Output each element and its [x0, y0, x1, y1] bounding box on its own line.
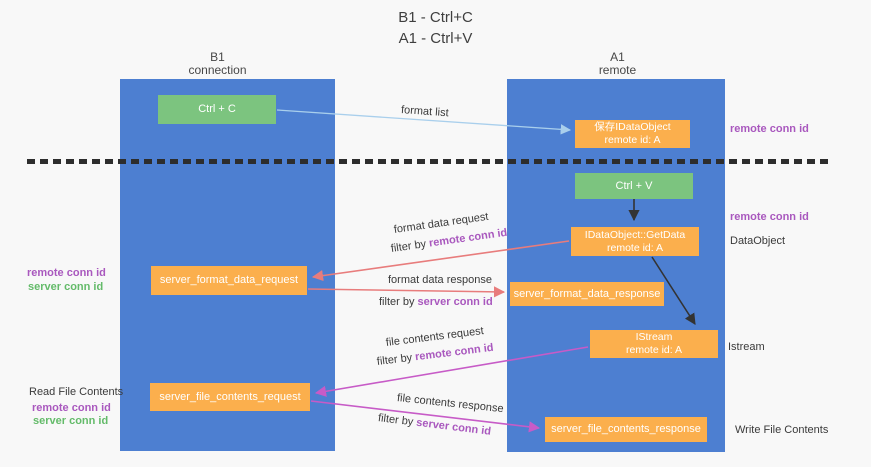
label-server-conn-id-mid-1: server conn id	[417, 296, 493, 308]
node-ctrl-c: Ctrl + C	[158, 95, 276, 124]
left-column-header: B1 connection	[160, 51, 275, 77]
node-idataobject-getdata-line2: remote id: A	[606, 241, 664, 254]
node-server-file-contents-response-label: server_file_contents_response	[551, 423, 701, 435]
annotation-remote-conn-id-top: remote conn id	[730, 123, 809, 135]
node-ctrl-c-label: Ctrl + C	[198, 103, 236, 115]
left-column-role: connection	[188, 63, 247, 77]
annotation-write-file-contents: Write File Contents	[735, 424, 829, 436]
node-server-file-contents-request-label: server_file_contents_request	[159, 390, 301, 403]
label-filter-by-server-1: filter by server conn id	[379, 296, 493, 309]
annotation-dataobject: DataObject	[730, 235, 786, 247]
node-save-idataobject: 保存IDataObject remote id: A	[575, 120, 690, 148]
annotation-left-remote-conn-id-1: remote conn id	[27, 267, 106, 279]
annotation-read-file-contents: Read File Contents	[29, 386, 124, 398]
label-format-data-response: format data response	[388, 274, 492, 286]
label-filter-by-prefix-1: filter by	[390, 237, 430, 255]
node-ctrl-v: Ctrl + V	[575, 173, 693, 199]
node-idataobject-getdata: IDataObject::GetData remote id: A	[571, 227, 699, 256]
annotation-left-server-conn-id-2: server conn id	[33, 415, 109, 427]
node-istream: IStream remote id: A	[590, 330, 718, 358]
node-idataobject-getdata-line1: IDataObject::GetData	[584, 228, 686, 241]
node-server-file-contents-response: server_file_contents_response	[545, 417, 707, 442]
left-column-name: B1	[210, 50, 225, 64]
diagram-title-line2: A1 - Ctrl+V	[398, 30, 473, 47]
node-save-idataobject-line1: 保存IDataObject	[594, 121, 671, 133]
node-save-idataobject-line2: remote id: A	[604, 134, 661, 146]
label-filter-by-prefix-3: filter by	[376, 351, 416, 368]
diagram-title-line1: B1 - Ctrl+C	[398, 9, 473, 26]
label-server-conn-id-mid-2: server conn id	[415, 416, 492, 438]
node-server-format-data-request: server_format_data_request	[151, 266, 307, 295]
right-column-role: remote	[598, 63, 637, 77]
label-filter-by-prefix-4: filter by	[377, 412, 418, 429]
annotation-istream: Istream	[728, 341, 765, 353]
annotation-left-remote-conn-id-2: remote conn id	[32, 402, 111, 414]
arrow-format-data-response	[307, 286, 506, 298]
node-server-format-data-request-label: server_format_data_request	[159, 274, 299, 286]
node-istream-line2: remote id: A	[625, 344, 683, 356]
diagram-title: B1 - Ctrl+C A1 - Ctrl+V	[0, 7, 871, 49]
label-filter-by-server-2: filter by server conn id	[377, 412, 491, 439]
annotation-left-server-conn-id-1: server conn id	[28, 281, 104, 293]
right-column-header: A1 remote	[560, 51, 675, 77]
node-ctrl-v-label: Ctrl + V	[615, 179, 653, 192]
label-file-contents-response: file contents response	[396, 392, 505, 416]
phase-divider-dashed-line	[27, 159, 831, 164]
label-format-list: format list	[400, 104, 450, 120]
node-server-format-data-response: server_format_data_response	[510, 282, 664, 306]
right-column-name: A1	[610, 50, 625, 64]
node-server-file-contents-request: server_file_contents_request	[150, 383, 310, 411]
label-filter-by-prefix-2: filter by	[379, 296, 418, 308]
node-server-format-data-response-label: server_format_data_response	[513, 287, 661, 300]
node-istream-line1: IStream	[635, 331, 673, 343]
annotation-remote-conn-id-mid: remote conn id	[730, 211, 809, 223]
